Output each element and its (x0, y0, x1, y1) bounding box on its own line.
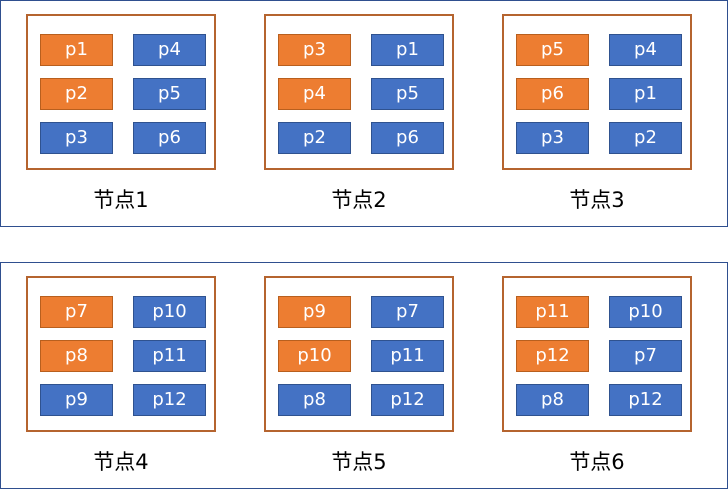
replica-partition-tile: p1 (609, 78, 682, 110)
node-box: p1 p4 p2 p5 p3 p6 (26, 14, 216, 170)
primary-partition-tile: p8 (40, 340, 113, 372)
node-box: p7 p10 p8 p11 p9 p12 (26, 276, 216, 432)
node-label: 节点6 (569, 450, 625, 474)
replica-partition-tile: p4 (609, 34, 682, 66)
node-label: 节点2 (331, 188, 387, 212)
node-6: p11 p10 p12 p7 p8 p12 节点6 (502, 276, 692, 474)
replica-partition-tile: p11 (133, 340, 206, 372)
replica-partition-tile: p12 (371, 384, 444, 416)
replica-partition-tile: p8 (278, 384, 351, 416)
node-label: 节点1 (93, 188, 149, 212)
server-group-2: p7 p10 p8 p11 p9 p12 节点4 p9 p7 p10 p11 p… (0, 262, 728, 489)
node-label: 节点5 (331, 450, 387, 474)
node-label: 节点4 (93, 450, 149, 474)
node-1: p1 p4 p2 p5 p3 p6 节点1 (26, 14, 216, 212)
node-5: p9 p7 p10 p11 p8 p12 节点5 (264, 276, 454, 474)
primary-partition-tile: p5 (516, 34, 589, 66)
primary-partition-tile: p10 (278, 340, 351, 372)
node-2: p3 p1 p4 p5 p2 p6 节点2 (264, 14, 454, 212)
primary-partition-tile: p11 (516, 296, 589, 328)
primary-partition-tile: p3 (278, 34, 351, 66)
replica-partition-tile: p4 (133, 34, 206, 66)
replica-partition-tile: p11 (371, 340, 444, 372)
primary-partition-tile: p4 (278, 78, 351, 110)
primary-partition-tile: p9 (278, 296, 351, 328)
replica-partition-tile: p12 (133, 384, 206, 416)
primary-partition-tile: p1 (40, 34, 113, 66)
primary-partition-tile: p2 (40, 78, 113, 110)
replica-partition-tile: p2 (609, 122, 682, 154)
replica-partition-tile: p10 (133, 296, 206, 328)
replica-partition-tile: p7 (609, 340, 682, 372)
replica-partition-tile: p2 (278, 122, 351, 154)
replica-partition-tile: p7 (371, 296, 444, 328)
replica-partition-tile: p9 (40, 384, 113, 416)
primary-partition-tile: p6 (516, 78, 589, 110)
replica-partition-tile: p12 (609, 384, 682, 416)
primary-partition-tile: p7 (40, 296, 113, 328)
server-group-1: p1 p4 p2 p5 p3 p6 节点1 p3 p1 p4 p5 p2 p6 … (0, 0, 728, 227)
node-box: p3 p1 p4 p5 p2 p6 (264, 14, 454, 170)
node-box: p5 p4 p6 p1 p3 p2 (502, 14, 692, 170)
node-label: 节点3 (569, 188, 625, 212)
primary-partition-tile: p12 (516, 340, 589, 372)
replica-partition-tile: p6 (133, 122, 206, 154)
node-4: p7 p10 p8 p11 p9 p12 节点4 (26, 276, 216, 474)
replica-partition-tile: p5 (133, 78, 206, 110)
node-box: p11 p10 p12 p7 p8 p12 (502, 276, 692, 432)
node-3: p5 p4 p6 p1 p3 p2 节点3 (502, 14, 692, 212)
node-box: p9 p7 p10 p11 p8 p12 (264, 276, 454, 432)
replica-partition-tile: p8 (516, 384, 589, 416)
replica-partition-tile: p1 (371, 34, 444, 66)
replica-partition-tile: p3 (516, 122, 589, 154)
replica-partition-tile: p6 (371, 122, 444, 154)
replica-partition-tile: p5 (371, 78, 444, 110)
replica-partition-tile: p3 (40, 122, 113, 154)
replica-partition-tile: p10 (609, 296, 682, 328)
